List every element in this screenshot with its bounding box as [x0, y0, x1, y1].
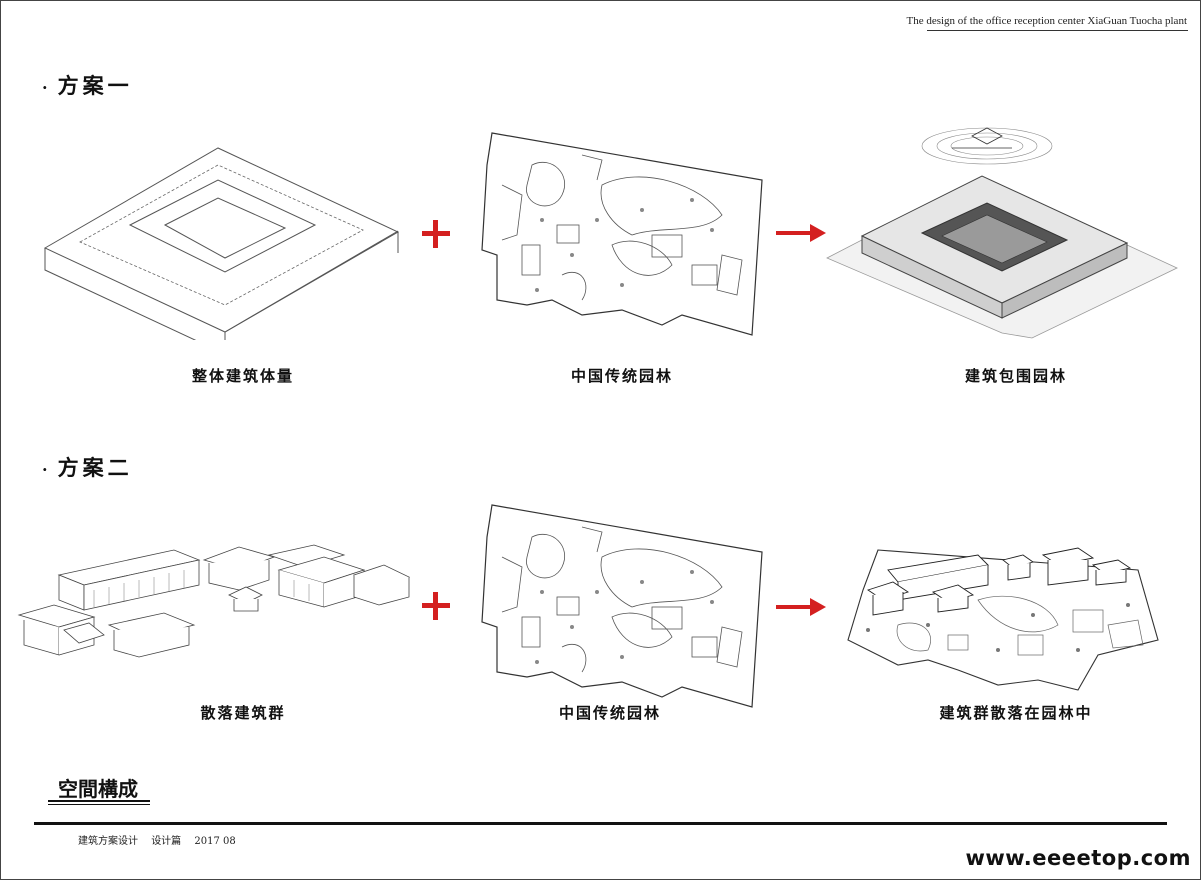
garden-plan-drawing — [481, 504, 763, 708]
arrow-right-icon — [776, 598, 826, 616]
footer-date: 2017 08 — [194, 836, 236, 847]
footer-chapter: 设计篇 — [151, 836, 182, 847]
scheme-two-heading: · 方案二 — [42, 452, 133, 482]
bullet-dot: · — [42, 460, 48, 479]
plus-icon — [422, 220, 450, 248]
spatial-composition-label: 空間構成 — [58, 777, 138, 801]
plus-icon — [422, 592, 450, 620]
footer-rule — [34, 822, 1167, 825]
scattered-buildings-drawing — [17, 544, 411, 658]
caption-buildings-in-garden: 建筑群散落在园林中 — [939, 704, 1093, 722]
footer-book: 建筑方案设计 — [78, 836, 138, 847]
caption-traditional-garden: 中国传统园林 — [558, 704, 661, 722]
buildings-in-garden-drawing — [847, 547, 1159, 691]
caption-scattered-buildings: 散落建筑群 — [200, 704, 286, 722]
caption-overall-mass: 整体建筑体量 — [191, 367, 294, 385]
label-underline — [48, 800, 150, 802]
caption-traditional-garden: 中国传统园林 — [570, 367, 673, 385]
arrow-right-icon — [776, 224, 826, 242]
garden-plan-drawing — [481, 132, 763, 336]
scheme-one-title: 方案一 — [57, 73, 133, 98]
document-title: The design of the office reception cente… — [906, 15, 1187, 27]
footer: 建筑方案设计 设计篇 2017 08 — [78, 832, 246, 847]
scheme-two-title: 方案二 — [57, 455, 133, 480]
caption-building-surrounds-garden: 建筑包围园林 — [964, 367, 1067, 385]
overall-mass-drawing — [43, 147, 400, 340]
watermark: www.eeeetop.com — [965, 846, 1191, 870]
building-surrounds-garden-drawing — [826, 127, 1178, 339]
label-underline — [48, 804, 150, 805]
scheme-one-heading: · 方案一 — [42, 70, 133, 100]
bullet-dot: · — [42, 78, 48, 97]
title-underline — [927, 30, 1188, 31]
